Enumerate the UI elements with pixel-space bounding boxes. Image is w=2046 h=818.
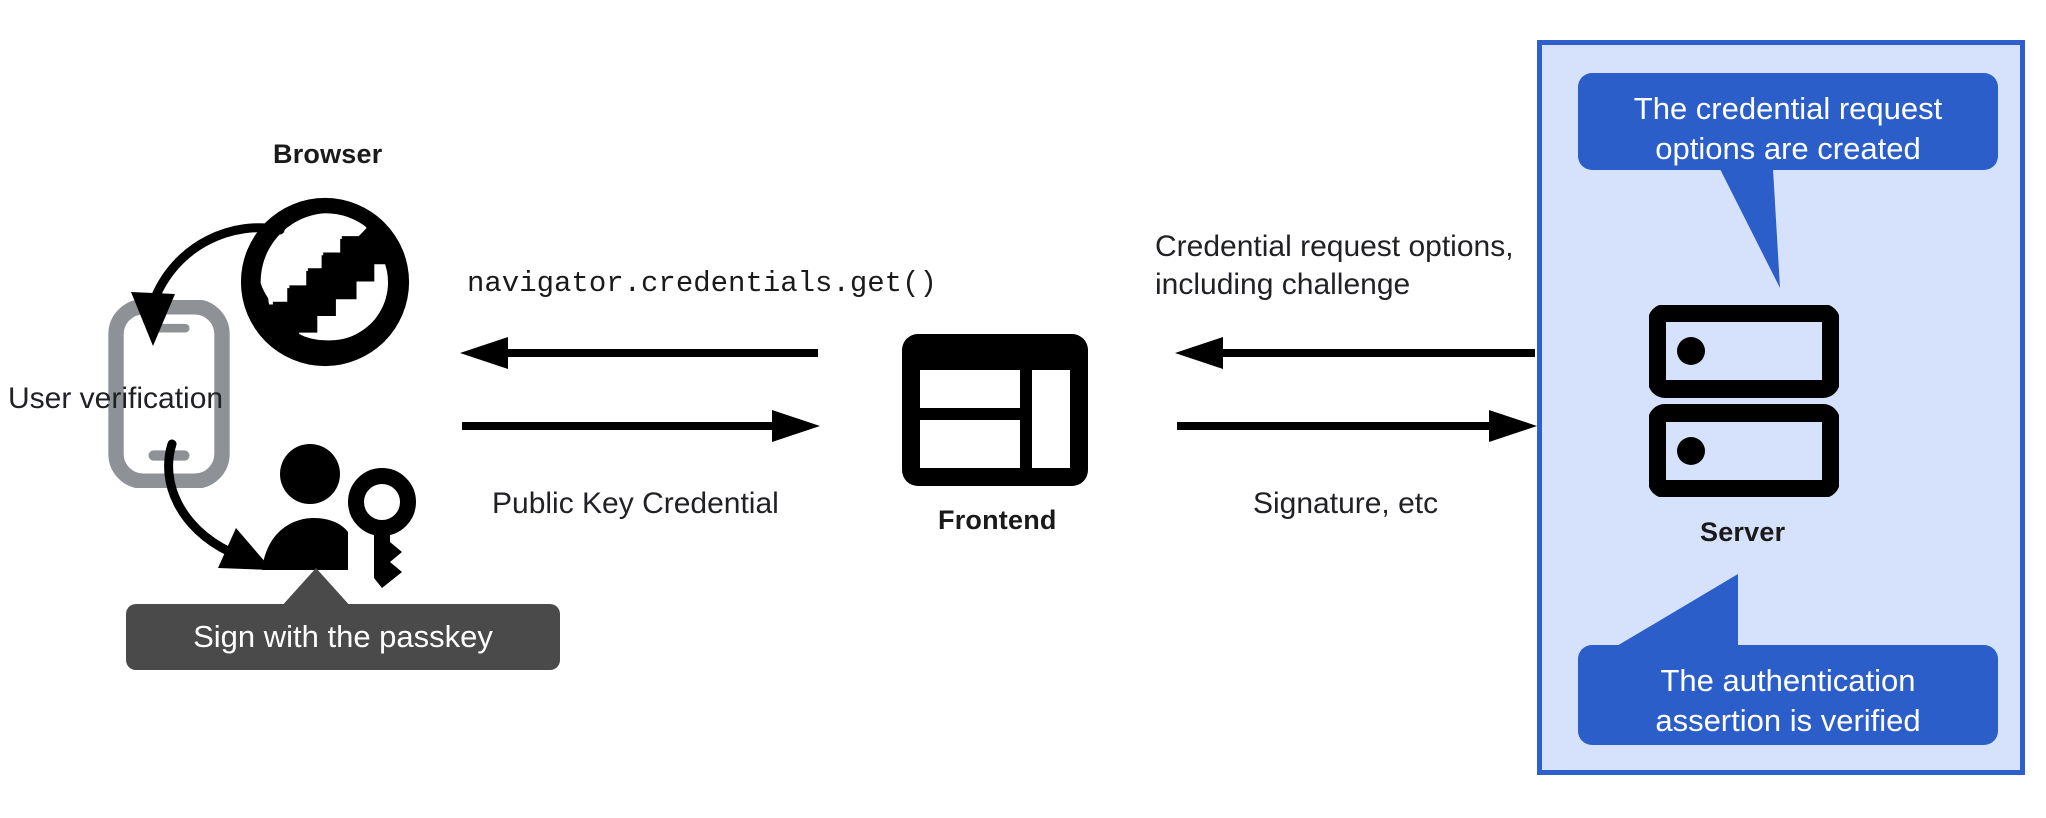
signature-etc-label: Signature, etc: [1253, 487, 1439, 520]
navigator-credentials-get-label: navigator.credentials.get(): [467, 267, 937, 300]
user-verification-label: User verification: [8, 382, 224, 415]
credential-request-bubble: The credential request options are creat…: [1578, 73, 1998, 170]
frontend-to-server-arrow: [1177, 410, 1537, 442]
credential-request-bubble-line1: The credential request: [1633, 91, 1943, 126]
frontend-label: Frontend: [938, 505, 1057, 535]
passkey-tooltip-text: Sign with the passkey: [193, 619, 493, 654]
passkey-tooltip: Sign with the passkey: [126, 604, 560, 670]
credential-request-options-label: Credential request options, including ch…: [1155, 228, 1514, 305]
credential-request-bubble-line2: options are created: [1655, 131, 1921, 167]
passkey-tooltip-tail: [280, 568, 352, 608]
frontend-to-browser-arrow: [460, 337, 818, 369]
server-to-frontend-arrow: [1175, 337, 1535, 369]
web-page-layout-icon: [902, 334, 1088, 486]
server-label: Server: [1700, 517, 1786, 547]
assertion-verified-bubble-line2: assertion is verified: [1655, 703, 1921, 739]
server-racks-icon: [1649, 305, 1839, 497]
phone-to-user-arrow: [164, 439, 272, 570]
credential-request-options-line1: Credential request options,: [1155, 230, 1514, 263]
browser-to-phone-arrow: [131, 223, 285, 346]
browser-label: Browser: [273, 139, 383, 169]
globe-icon: [240, 197, 410, 367]
assertion-verified-bubble: The authentication assertion is verified: [1578, 645, 1998, 745]
person-with-key-icon: [262, 444, 416, 588]
credential-request-bubble-tail: [1635, 169, 1780, 288]
public-key-credential-label: Public Key Credential: [492, 487, 779, 520]
assertion-verified-bubble-tail: [1600, 574, 1738, 656]
browser-to-frontend-arrow: [462, 410, 820, 442]
credential-request-options-line2: including challenge: [1155, 268, 1411, 302]
assertion-verified-bubble-line1: The authentication: [1660, 663, 1916, 698]
